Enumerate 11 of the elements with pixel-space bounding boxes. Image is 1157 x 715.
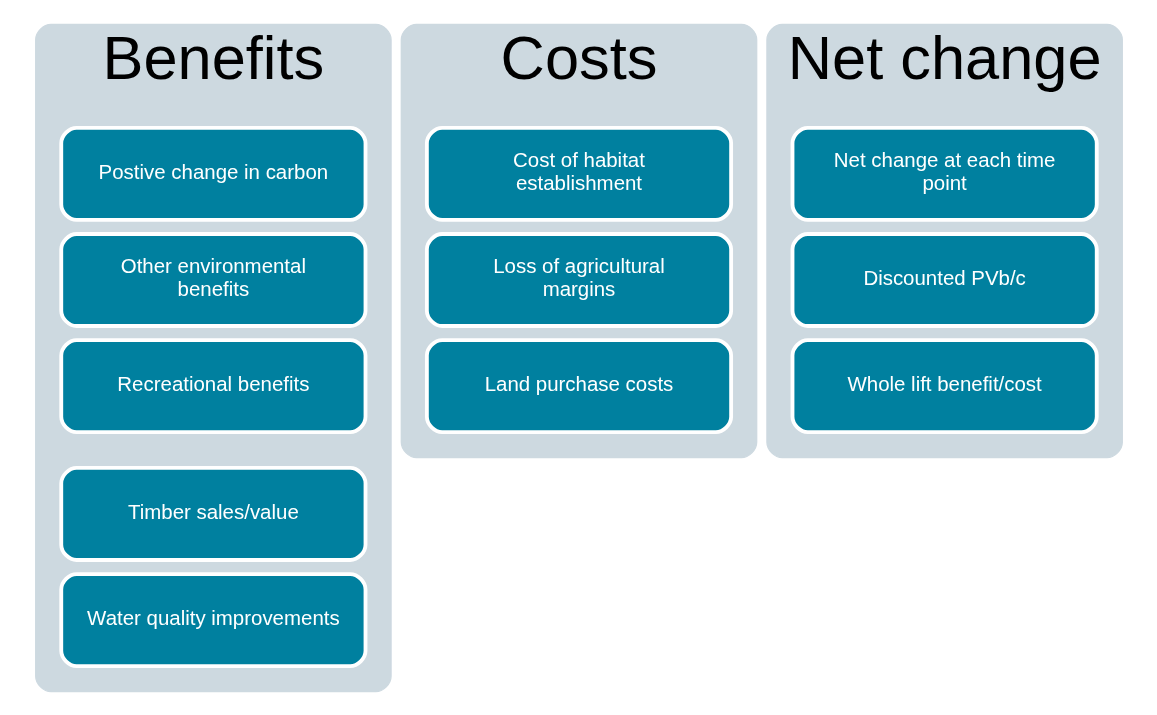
node-box: Net change at each time point	[790, 125, 1099, 222]
node-box: Land purchase costs	[424, 337, 733, 434]
node-box: Discounted PVb/c	[790, 231, 1099, 328]
node-box: Other environmental benefits	[58, 231, 367, 328]
node-box: Recreational benefits	[58, 337, 367, 434]
node-box: Loss of agricultural margins	[424, 231, 733, 328]
node-box: Water quality improvements	[58, 571, 367, 668]
node-box: Postive change in carbon	[58, 125, 367, 222]
node-box: Cost of habitat establishment	[424, 125, 733, 222]
node-box: Timber sales/value	[58, 465, 367, 562]
node-box: Whole lift benefit/cost	[790, 337, 1099, 434]
